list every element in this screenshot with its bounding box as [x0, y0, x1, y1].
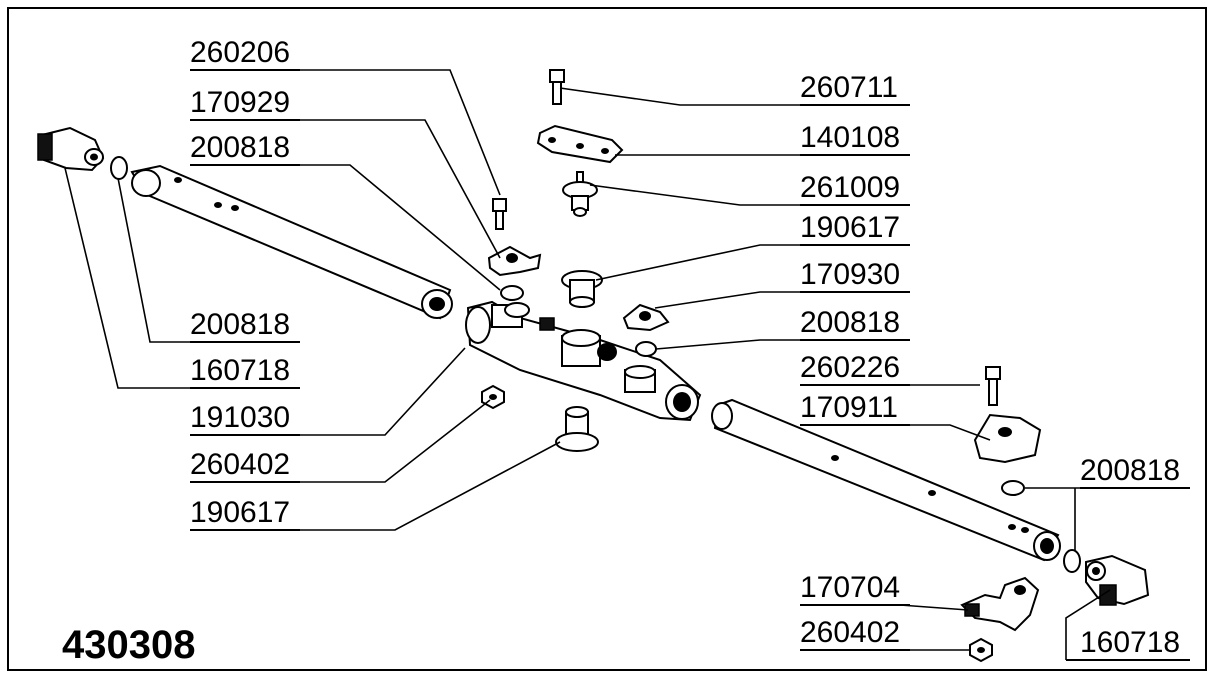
- shaft-housing: [465, 300, 702, 422]
- end-cap-right: [1085, 554, 1150, 606]
- adjuster-261009: [562, 171, 598, 217]
- callout-160718-a: 160718: [190, 354, 290, 387]
- callout-140108: 140108: [800, 121, 900, 154]
- callout-260206: 260206: [190, 36, 290, 69]
- callout-260711: 260711: [800, 71, 898, 104]
- assembly-number: 430308: [62, 623, 195, 667]
- plate-140108: [536, 124, 624, 164]
- o-ring-right-upper: [1001, 480, 1025, 496]
- callout-190617-b: 190617: [800, 211, 900, 244]
- callout-170929: 170929: [190, 86, 290, 119]
- screw-260711: [549, 69, 565, 105]
- callout-260402-a: 260402: [190, 448, 290, 481]
- callout-260402-b: 260402: [800, 616, 900, 649]
- end-cap-left: [37, 126, 105, 172]
- rocker-shaft-left: [130, 164, 453, 320]
- part-number-labels: 260206 170929 200818 200818 160718 19103…: [190, 36, 1180, 659]
- bushing-lower: [555, 406, 599, 452]
- rocker-arm-170929: [487, 245, 542, 277]
- o-ring-center-right: [635, 341, 657, 357]
- rocker-arm-170930: [622, 303, 670, 332]
- callout-170911: 170911: [800, 391, 898, 424]
- callout-191030: 191030: [190, 401, 290, 434]
- screw-260226: [985, 366, 1001, 406]
- nut-left: [481, 384, 505, 410]
- callout-260226: 260226: [800, 351, 900, 384]
- frame-border: [7, 7, 1207, 671]
- rocker-arm-170911: [973, 413, 1042, 464]
- bushing-upper: [561, 270, 603, 308]
- nut-right: [969, 637, 993, 663]
- o-ring-center-upper: [500, 285, 524, 301]
- callout-170704: 170704: [800, 571, 900, 604]
- label-underlines: [190, 69, 1190, 661]
- o-ring-right-lower: [1063, 549, 1081, 573]
- callout-200818-a: 200818: [190, 131, 290, 164]
- rocker-arm-170704: [960, 576, 1040, 632]
- callout-261009: 261009: [800, 171, 900, 204]
- rocker-shaft-right: [711, 398, 1061, 562]
- callout-200818-d: 200818: [1080, 454, 1180, 487]
- o-ring-left: [110, 156, 128, 180]
- screw-260206: [492, 198, 507, 230]
- callout-160718-b: 160718: [1080, 626, 1180, 659]
- callout-200818-c: 200818: [800, 306, 900, 339]
- callout-200818-b: 200818: [190, 308, 290, 341]
- callout-170930: 170930: [800, 258, 900, 291]
- callout-190617-a: 190617: [190, 496, 290, 529]
